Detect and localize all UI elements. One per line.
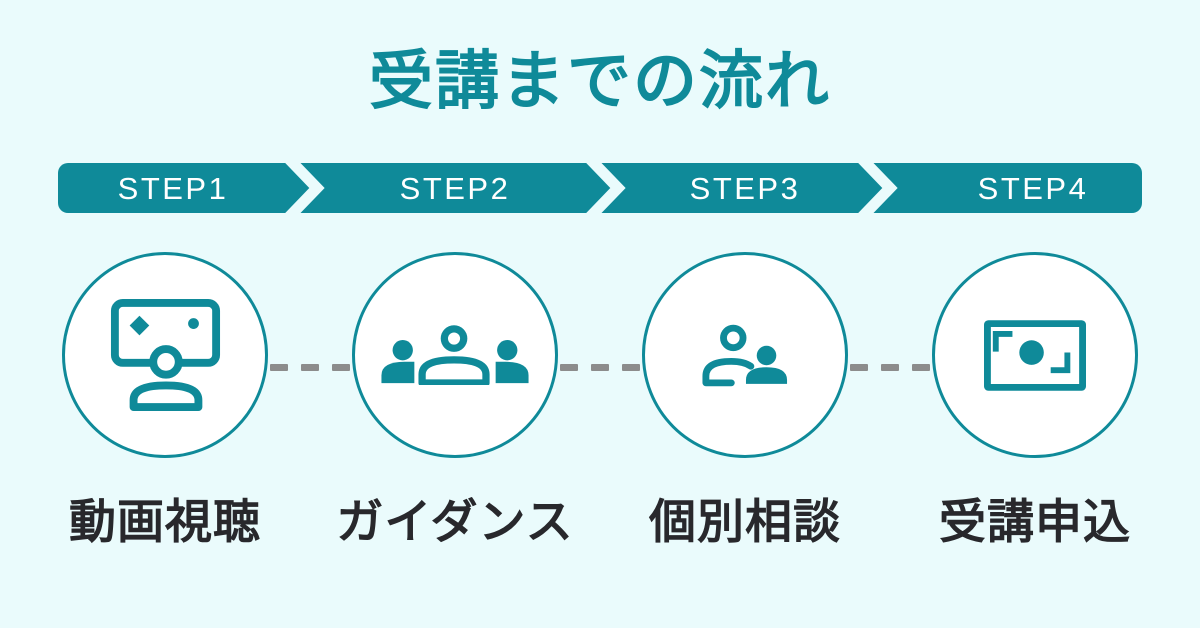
banknote-bracket-bottom-right bbox=[1050, 352, 1071, 373]
chevron-separator-3-icon bbox=[858, 163, 898, 213]
screen-dot-mark bbox=[187, 318, 199, 329]
center-person-head bbox=[440, 325, 468, 352]
page-title: 受講までの流れ bbox=[369, 45, 831, 117]
banknote-coin-circle bbox=[1019, 339, 1044, 365]
banknote-outline bbox=[984, 319, 1086, 391]
step1-name: 動画視聴 bbox=[69, 495, 261, 548]
step-banner: STEP1 STEP2 STEP3 STEP4 bbox=[58, 163, 1142, 213]
dash bbox=[591, 364, 609, 371]
banknote-icon bbox=[984, 319, 1086, 391]
dash bbox=[850, 364, 868, 371]
filled-person-head bbox=[756, 345, 777, 365]
step2-circle bbox=[352, 252, 558, 458]
center-person-body bbox=[418, 356, 490, 385]
step3-name: 個別相談 bbox=[649, 495, 841, 548]
left-person-head bbox=[392, 340, 413, 361]
filled-person-body bbox=[745, 366, 788, 384]
step3-circle bbox=[642, 252, 848, 458]
step4-name: 受講申込 bbox=[939, 495, 1131, 548]
two-people-consultation-icon bbox=[702, 324, 788, 386]
step4-circle bbox=[932, 252, 1138, 458]
screen-diamond-mark bbox=[129, 315, 149, 336]
step1-banner-label: STEP1 bbox=[118, 171, 229, 206]
connector-dashes-3 bbox=[850, 364, 930, 371]
dash bbox=[881, 364, 899, 371]
dash bbox=[560, 364, 578, 371]
outlined-person-body bbox=[702, 357, 755, 386]
right-person-body bbox=[495, 361, 529, 384]
viewer-shoulders bbox=[129, 381, 202, 412]
chevron-separator-2-icon bbox=[586, 163, 626, 213]
connector-dashes-2 bbox=[560, 364, 640, 371]
dash bbox=[270, 364, 288, 371]
outlined-person-head bbox=[720, 324, 747, 351]
left-person-body bbox=[381, 361, 415, 384]
chevron-separator-1-icon bbox=[285, 163, 325, 213]
step4-banner-label: STEP4 bbox=[978, 171, 1089, 206]
group-people-icon bbox=[381, 325, 529, 385]
viewer-head bbox=[148, 345, 183, 379]
right-person-head bbox=[497, 340, 518, 361]
connector-dashes-1 bbox=[270, 364, 350, 371]
dash bbox=[332, 364, 350, 371]
step3-banner-label: STEP3 bbox=[690, 171, 801, 206]
banknote-bracket-top-left bbox=[992, 330, 1013, 352]
step2-name: ガイダンス bbox=[336, 495, 574, 548]
step2-banner-label: STEP2 bbox=[400, 171, 511, 206]
step1-circle bbox=[62, 252, 268, 458]
dash bbox=[622, 364, 640, 371]
video-screen-viewer-icon bbox=[110, 298, 220, 412]
dash bbox=[301, 364, 319, 371]
dash bbox=[912, 364, 930, 371]
